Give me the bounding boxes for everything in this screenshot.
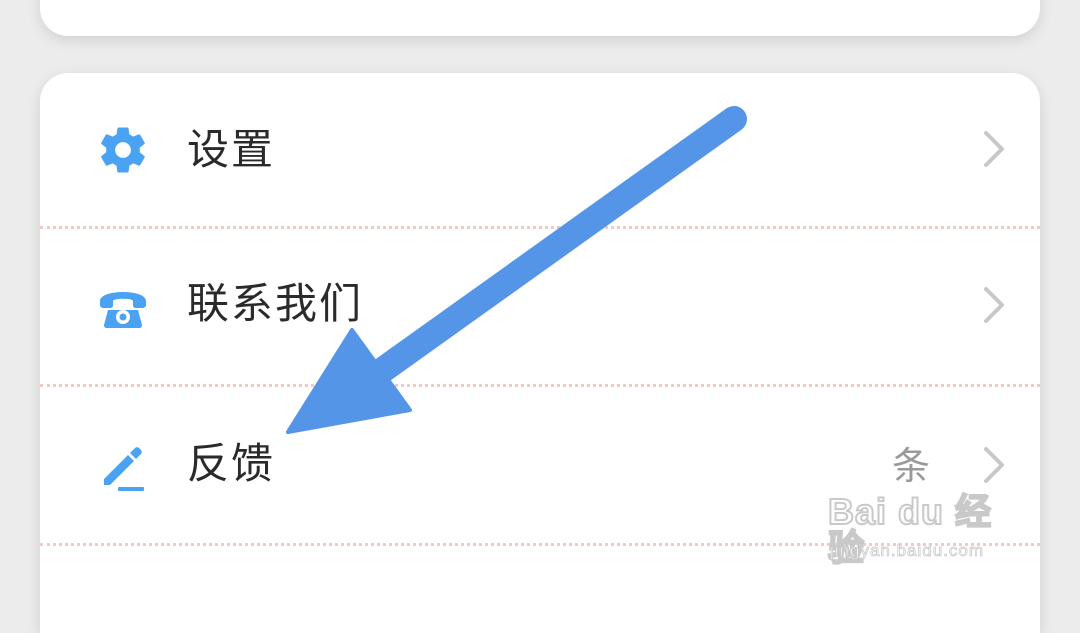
chevron-right-icon: [984, 447, 1004, 483]
menu-item-feedback[interactable]: 反馈 条: [40, 387, 1040, 547]
chevron-right-icon: [984, 131, 1004, 167]
chevron-right-icon: [984, 287, 1004, 323]
menu-item-label: 设置: [187, 125, 276, 174]
menu-card: 设置 联系我们 反馈 条: [40, 73, 1040, 633]
menu-item-label: 联系我们: [187, 279, 364, 328]
menu-item-label: 反馈: [187, 439, 276, 488]
divider: [40, 543, 1040, 546]
divider: [40, 384, 1040, 387]
menu-item-settings[interactable]: 设置: [40, 73, 1040, 233]
feedback-extra-text: 条: [891, 444, 930, 488]
gear-icon: [96, 123, 150, 177]
menu-item-contact[interactable]: 联系我们: [40, 229, 1040, 389]
pencil-icon: [96, 439, 150, 493]
phone-icon: [96, 279, 150, 333]
top-card: [40, 0, 1040, 36]
